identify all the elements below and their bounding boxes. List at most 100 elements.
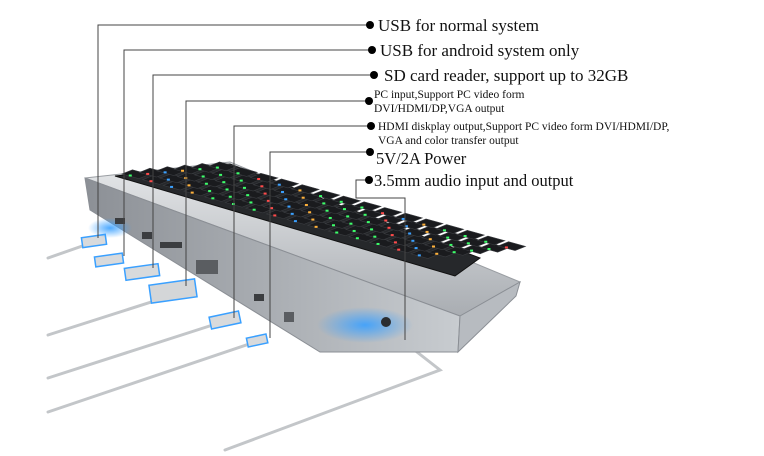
key-legend [293,220,297,223]
key [435,224,465,234]
key-legend [198,168,202,171]
key-legend [242,186,246,189]
key-legend [149,180,153,183]
key [455,230,486,240]
callout-power: 5V/2A Power [376,149,467,168]
key-legend [414,247,418,250]
key-legend [236,172,240,175]
key-legend [504,246,508,249]
key-legend [370,228,374,231]
callout-usb-android: USB for android system only [380,41,580,60]
key-legend [446,236,450,239]
key-legend [432,245,436,248]
key-legend [146,172,150,175]
key-legend [349,222,353,225]
key-legend [442,229,446,232]
key-legend [215,166,219,169]
key-legend [484,240,488,243]
key-legend [201,175,205,178]
callout-sd-card: SD card reader, support up to 32GB [384,66,629,85]
key-legend [208,190,212,193]
key-legend [393,241,397,244]
key-legend [355,237,359,240]
key-legend [190,191,194,194]
key-legend [260,185,264,188]
callout-pc-input: PC input,Support PC video form DVI/HDMI/… [374,88,524,117]
key-legend [219,173,223,176]
key-legend [266,199,270,202]
key-legend [390,234,394,237]
key-legend [363,213,367,216]
key-legend [249,201,253,204]
key-legend [170,185,174,188]
key-legend [290,212,294,215]
key-legend [401,217,405,220]
key-legend [387,226,391,229]
key [414,218,444,229]
key-legend [452,251,456,254]
key-legend [257,177,261,180]
key-legend [187,184,191,187]
key-legend [322,202,326,205]
key-legend [273,214,277,217]
key-legend [335,231,339,234]
key-legend [449,243,453,246]
key-legend [408,232,412,235]
key [476,235,506,246]
key-legend [376,242,380,245]
key-legend [308,211,312,214]
key-legend [435,252,439,255]
key-legend [246,194,250,197]
key-legend [239,179,243,182]
key-legend [470,249,474,252]
key-legend [232,203,236,206]
callout-hdmi-output-line-1: HDMI diskplay output,Support PC video fo… [378,121,670,133]
key-legend [211,197,215,200]
key-legend [346,215,350,218]
key-legend [270,207,274,210]
key-legend [463,235,467,238]
key-legend [373,235,377,238]
key-legend [163,171,167,174]
key-legend [225,188,229,191]
key-legend [252,208,256,211]
key-legend [328,216,332,219]
key-legend [411,239,415,242]
callout-audio: 3.5mm audio input and output [374,171,574,190]
key-legend [397,248,401,251]
key-legend [277,183,281,186]
key-legend [228,195,232,198]
key-legend [422,223,426,226]
callout-pc-input-line-2: DVI/HDMI/DP,VGA output [374,103,505,116]
key-legend [428,238,432,241]
cables [46,242,444,452]
key-legend [325,209,329,212]
key [497,241,527,251]
key-legend [466,242,470,245]
key-legend [319,195,323,198]
key-legend [332,224,336,227]
key-legend [487,248,491,251]
key-legend [222,181,226,184]
callout-pc-input-line-1: PC input,Support PC video form [374,89,525,101]
key-legend [263,192,267,195]
key-legend [381,212,385,215]
key-legend [425,230,429,233]
key-legend [301,196,305,199]
key-legend [342,208,346,211]
key-legend [404,225,408,228]
key-legend [128,174,132,177]
callout-hdmi-output: HDMI diskplay output,Support PC video fo… [378,120,669,149]
key-legend [281,190,285,193]
callout-usb-normal: USB for normal system [378,16,540,35]
callout-hdmi-output-line-2: VGA and color transfer output [378,135,519,148]
key-legend [287,205,291,208]
key-legend [366,221,370,224]
key-legend [304,203,308,206]
key-legend [166,178,170,181]
key-legend [284,198,288,201]
key-legend [384,219,388,222]
key-legend [360,206,364,209]
